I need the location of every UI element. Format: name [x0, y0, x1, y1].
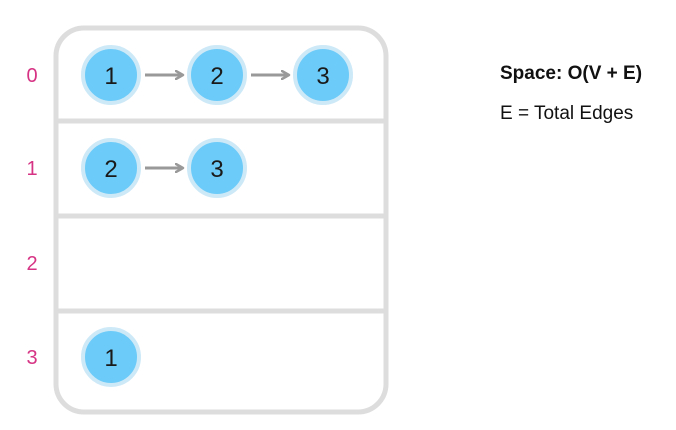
list-frame — [53, 25, 389, 415]
row-index-label: 1 — [26, 158, 37, 180]
row-index-label: 3 — [26, 347, 37, 369]
list-node-label: 1 — [104, 345, 117, 372]
list-node — [187, 138, 247, 198]
list-node-label: 1 — [104, 63, 117, 90]
list-node-label: 2 — [210, 63, 223, 90]
list-node-label: 3 — [210, 156, 223, 183]
list-node — [81, 45, 141, 105]
list-node-label: 3 — [316, 63, 329, 90]
list-node — [187, 45, 247, 105]
list-node — [293, 45, 353, 105]
edges-definition-label: E = Total Edges — [500, 103, 634, 124]
list-node-label: 2 — [104, 156, 117, 183]
row-index-label: 2 — [26, 253, 37, 275]
list-node — [81, 138, 141, 198]
space-complexity-label: Space: O(V + E) — [500, 63, 643, 84]
row-index-label: 0 — [26, 65, 37, 87]
list-node — [81, 327, 141, 387]
